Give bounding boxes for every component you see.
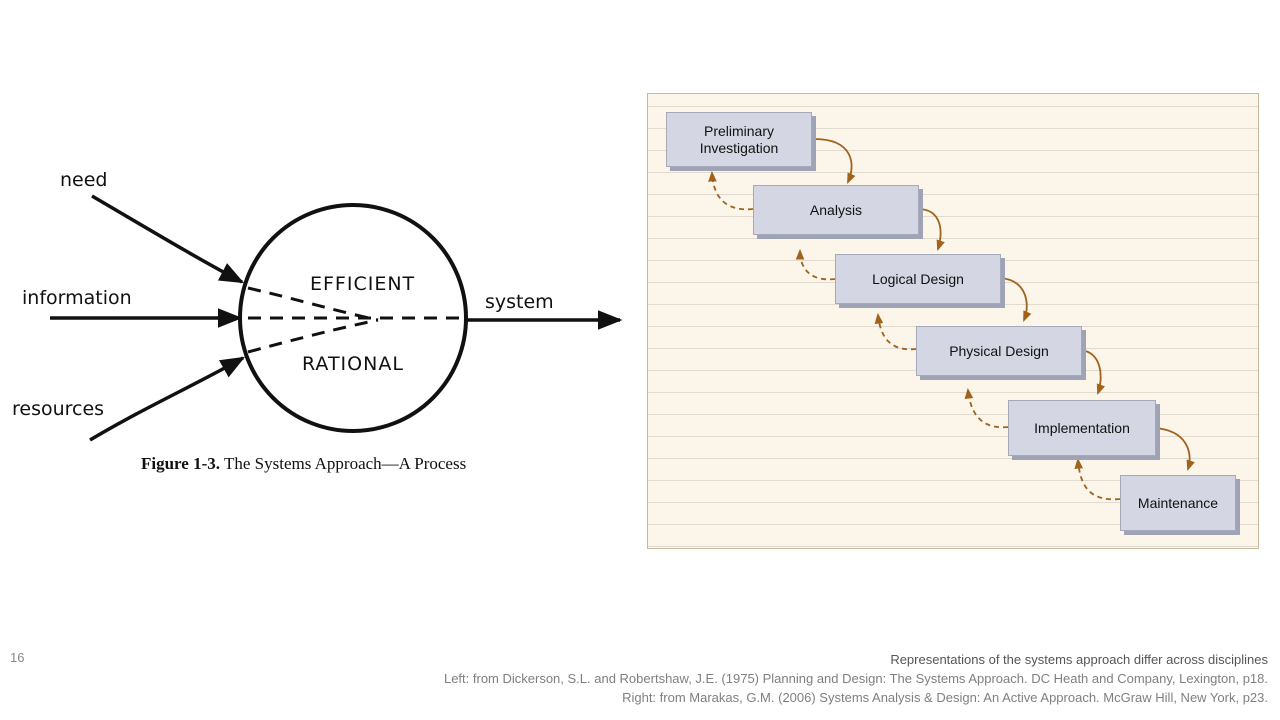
backward-arrow-1 xyxy=(708,170,754,211)
phase-maintenance: Maintenance xyxy=(1120,475,1236,531)
phase-analysis: Analysis xyxy=(753,185,919,235)
backward-arrow-2 xyxy=(795,248,836,281)
footer-title: Representations of the systems approach … xyxy=(890,652,1268,667)
circle-label-rational: RATIONAL xyxy=(302,353,404,375)
left-source-citation: Left: from Dickerson, S.L. and Robertsha… xyxy=(443,671,1268,686)
input-label-resources: resources xyxy=(12,398,104,420)
input-label-need: need xyxy=(60,169,107,191)
phase-preliminary-investigation: Preliminary Investigation xyxy=(666,112,812,167)
backward-arrow-5 xyxy=(1074,457,1121,501)
forward-arrow-5 xyxy=(1153,427,1195,472)
textbook-page-background xyxy=(648,94,1258,548)
waterfall-arrows xyxy=(708,138,1195,501)
forward-arrow-2 xyxy=(917,208,945,252)
slide-number: 16 xyxy=(10,650,25,665)
input-label-information: information xyxy=(22,287,132,309)
forward-arrow-3 xyxy=(999,277,1032,322)
forward-arrow-4 xyxy=(1079,349,1105,396)
phase-logical-design: Logical Design xyxy=(835,254,1001,304)
caption-text: The Systems Approach—A Process xyxy=(223,454,467,473)
resources-arrow xyxy=(89,356,246,442)
forward-arrow-1 xyxy=(813,138,856,184)
backward-arrow-3 xyxy=(874,312,917,351)
sdlc-waterfall-diagram: Preliminary Investigation Analysis Logic… xyxy=(647,93,1259,549)
footer-credits: Representations of the systems approach … xyxy=(444,650,1268,707)
figure-caption: Figure 1-3. The Systems Approach—A Proce… xyxy=(141,454,466,474)
phase-implementation: Implementation xyxy=(1008,400,1156,456)
systems-approach-diagram: need information resources system EFFICI… xyxy=(12,169,623,442)
need-arrow xyxy=(91,194,245,284)
right-source-citation: Right: from Marakas, G.M. (2006) Systems… xyxy=(622,690,1268,705)
backward-arrow-4 xyxy=(964,387,1009,429)
circle-label-efficient: EFFICIENT xyxy=(310,273,415,295)
converging-dashes-bottom xyxy=(247,318,379,354)
phase-physical-design: Physical Design xyxy=(916,326,1082,376)
output-label-system: system xyxy=(485,291,554,313)
caption-label: Figure 1-3. xyxy=(141,454,221,473)
